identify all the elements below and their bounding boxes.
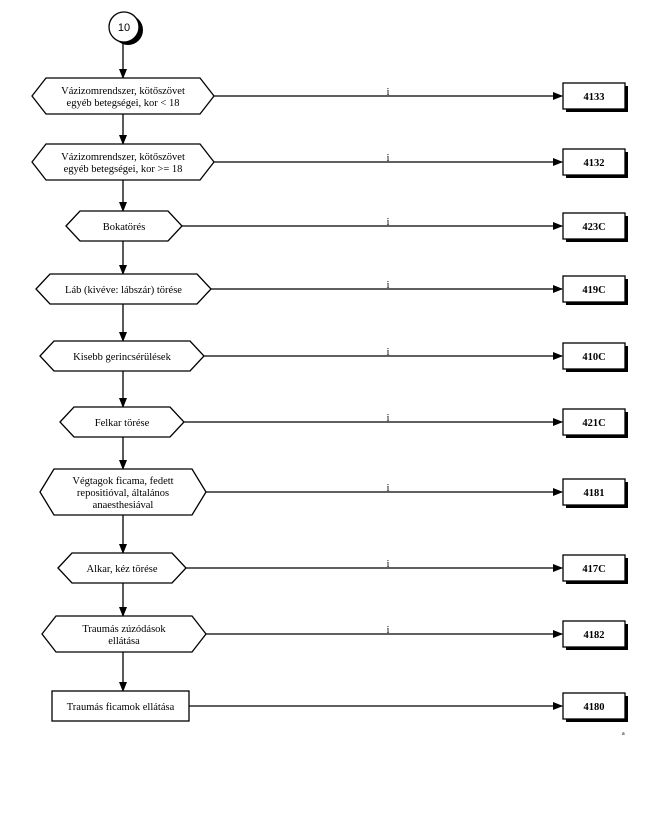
decision-label: Vázizomrendszer, kötőszövet xyxy=(61,152,185,163)
branch-label-i: i xyxy=(387,153,390,164)
branch-label-i: i xyxy=(387,217,390,228)
start-connector: 10 xyxy=(108,11,143,45)
decision-node: Bokatörés i 423C xyxy=(65,210,628,275)
branch-label-i: i xyxy=(387,625,390,636)
branch-label-i: i xyxy=(387,559,390,570)
result-box xyxy=(562,82,626,110)
result-box xyxy=(562,212,626,240)
branch-label-i: i xyxy=(387,87,390,98)
result-box xyxy=(562,148,626,176)
final-process-node: Traumás ficamok ellátása 4180 xyxy=(51,690,628,722)
start-connector-circle xyxy=(108,11,140,43)
decision-label: egyéb betegségei, kor < 18 xyxy=(67,98,180,109)
decision-label: repositióval, általános xyxy=(77,488,169,499)
process-box xyxy=(51,690,190,722)
footnote-mark: a xyxy=(622,731,625,737)
result-box xyxy=(562,342,626,370)
final-result-box xyxy=(562,692,626,720)
result-code: 419C xyxy=(582,285,605,296)
decision-label: Végtagok ficama, fedett xyxy=(72,476,173,487)
result-code: 421C xyxy=(582,418,605,429)
decision-label: anaesthesiával xyxy=(93,500,154,511)
result-code: 4133 xyxy=(584,92,605,103)
decision-label: Láb (kivéve: lábszár) törése xyxy=(65,285,182,296)
result-box xyxy=(562,620,626,648)
decision-label: Felkar törése xyxy=(95,418,150,429)
decision-label: Bokatörés xyxy=(103,222,146,233)
result-code: 4182 xyxy=(584,630,605,641)
result-box xyxy=(562,478,626,506)
branch-label-i: i xyxy=(387,483,390,494)
decision-label: Traumás zúzódások xyxy=(82,624,166,635)
branch-label-i: i xyxy=(387,347,390,358)
final-result-code: 4180 xyxy=(584,702,605,713)
start-connector-label: 10 xyxy=(118,22,130,34)
result-box xyxy=(562,554,626,582)
decision-label: Vázizomrendszer, kötőszövet xyxy=(61,86,185,97)
result-box xyxy=(562,408,626,436)
result-box xyxy=(562,275,626,303)
result-code: 4132 xyxy=(584,158,605,169)
decision-label: Alkar, kéz törése xyxy=(86,564,157,575)
decision-label: Kisebb gerincsérülések xyxy=(73,352,171,363)
branch-label-i: i xyxy=(387,280,390,291)
result-code: 4181 xyxy=(584,488,605,499)
result-code: 417C xyxy=(582,564,605,575)
decision-label: ellátása xyxy=(108,636,140,647)
decision-node: Láb (kivéve: lábszár) törése i 419C xyxy=(35,273,628,342)
decision-node: Alkar, kéz törése i 417C xyxy=(57,552,628,617)
decision-node: Felkar törése i 421C xyxy=(59,406,628,470)
result-code: 410C xyxy=(582,352,605,363)
decision-node: Kisebb gerincsérülések i 410C xyxy=(39,340,628,408)
branch-label-i: i xyxy=(387,413,390,424)
process-label: Traumás ficamok ellátása xyxy=(67,702,175,713)
result-code: 423C xyxy=(582,222,605,233)
decision-label: egyéb betegségei, kor >= 18 xyxy=(64,164,183,175)
